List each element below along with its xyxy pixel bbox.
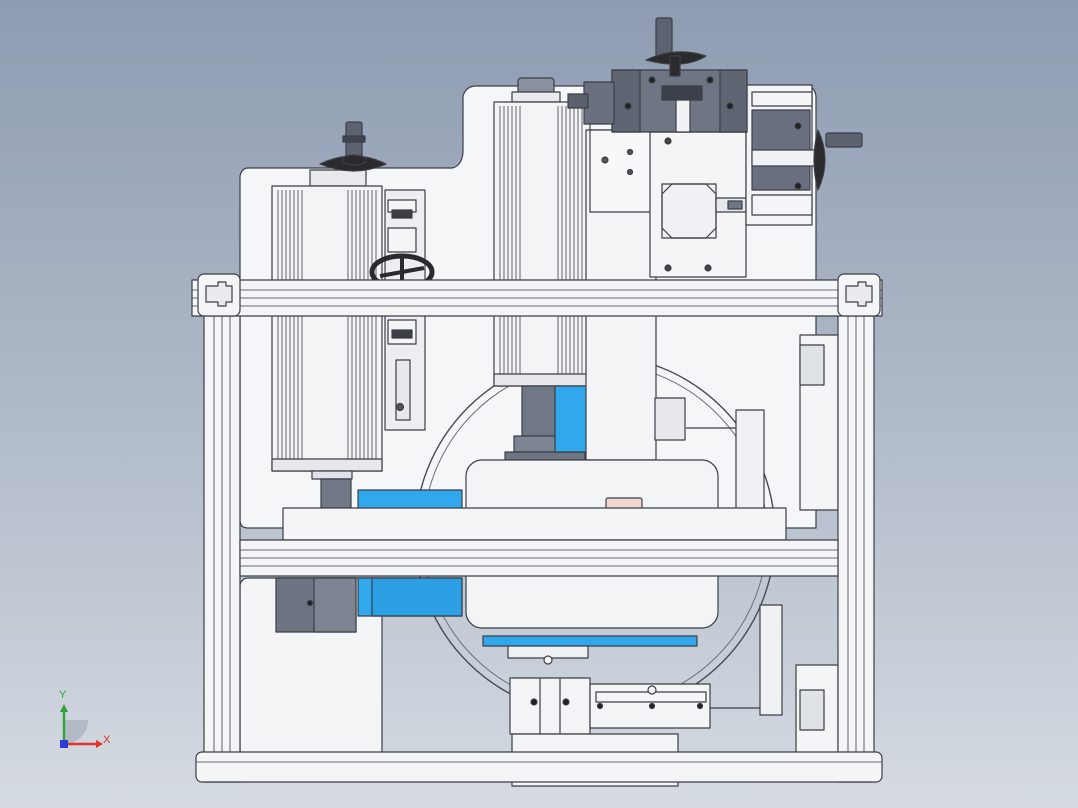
frame-horizontals: [191, 279, 883, 783]
left-handwheel: [319, 121, 387, 172]
motor-cooling-fins: [277, 190, 377, 459]
frame-corners: [197, 273, 881, 317]
x-axis-arrowhead: [96, 740, 103, 748]
x-axis-label: X: [103, 734, 111, 746]
frame-verticals: [203, 299, 875, 783]
work-plate: [282, 507, 787, 541]
y-axis-arrowhead: [60, 704, 68, 712]
y-axis-label: Y: [59, 689, 67, 701]
motor-cooling-fins: [499, 106, 583, 374]
coordinate-triad: [60, 704, 103, 748]
z-axis-origin: [60, 740, 68, 748]
left-slide-rail: [384, 189, 426, 431]
right-motor-stage: [649, 84, 863, 278]
blue-blocks: [357, 489, 463, 617]
top-vise-block: [567, 17, 748, 133]
lower-left-bracket: [239, 577, 383, 759]
